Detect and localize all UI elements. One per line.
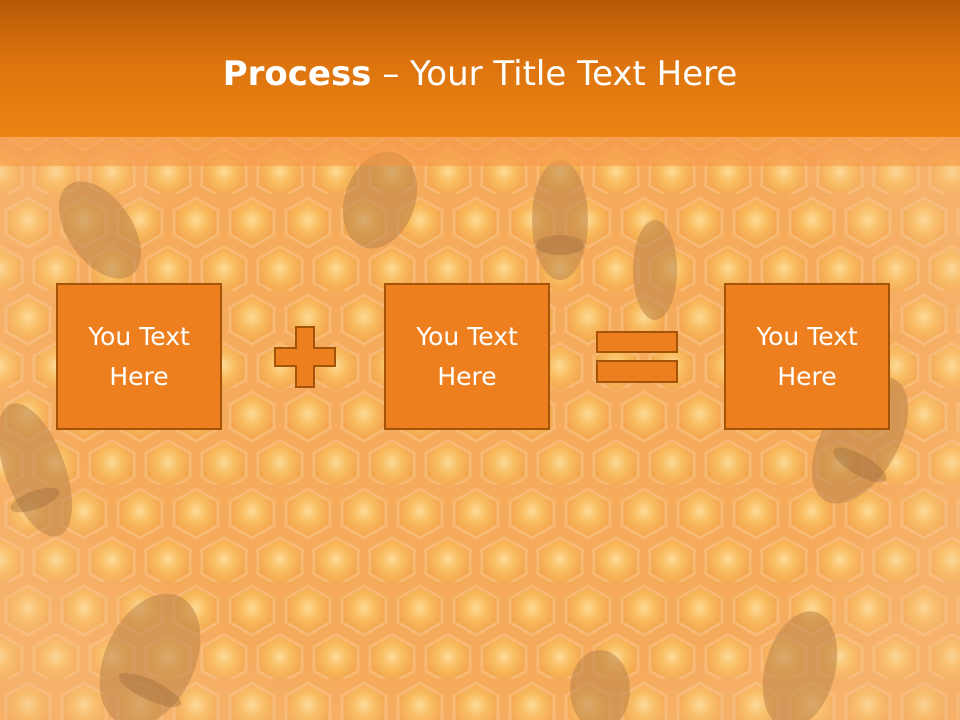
process-box-2-text: You Text Here bbox=[416, 321, 518, 391]
process-box-3-text: You Text Here bbox=[756, 321, 858, 391]
title-bold: Process bbox=[222, 54, 372, 94]
title-bar bbox=[0, 0, 960, 137]
equals-icon bbox=[596, 331, 678, 383]
process-box-1[interactable]: You Text Here bbox=[56, 283, 222, 430]
process-box-2[interactable]: You Text Here bbox=[384, 283, 550, 430]
process-box-3[interactable]: You Text Here bbox=[724, 283, 890, 430]
slide-title: Process – Your Title Text Here bbox=[0, 52, 960, 96]
title-text: – Your Title Text Here bbox=[371, 54, 738, 94]
process-box-1-text: You Text Here bbox=[88, 321, 190, 391]
plus-icon bbox=[274, 326, 336, 388]
title-underlay-strip bbox=[0, 137, 960, 166]
